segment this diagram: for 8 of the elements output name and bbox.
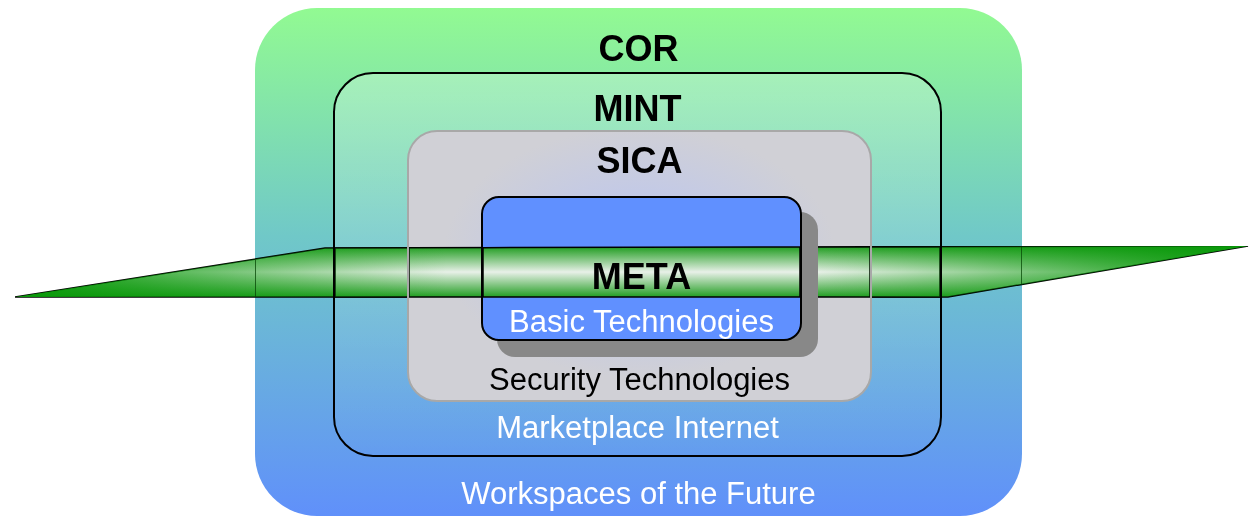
panel-label: Marketplace Internet — [496, 410, 779, 446]
panel-title: COR — [598, 28, 679, 70]
panel-title: MINT — [593, 88, 682, 130]
panel-label: Basic Technologies — [509, 304, 774, 339]
panel-label: Security Technologies — [489, 362, 790, 398]
panel-title: SICA — [596, 140, 683, 182]
panel-label: Workspaces of the Future — [461, 476, 816, 512]
panel-title: META — [591, 256, 692, 298]
